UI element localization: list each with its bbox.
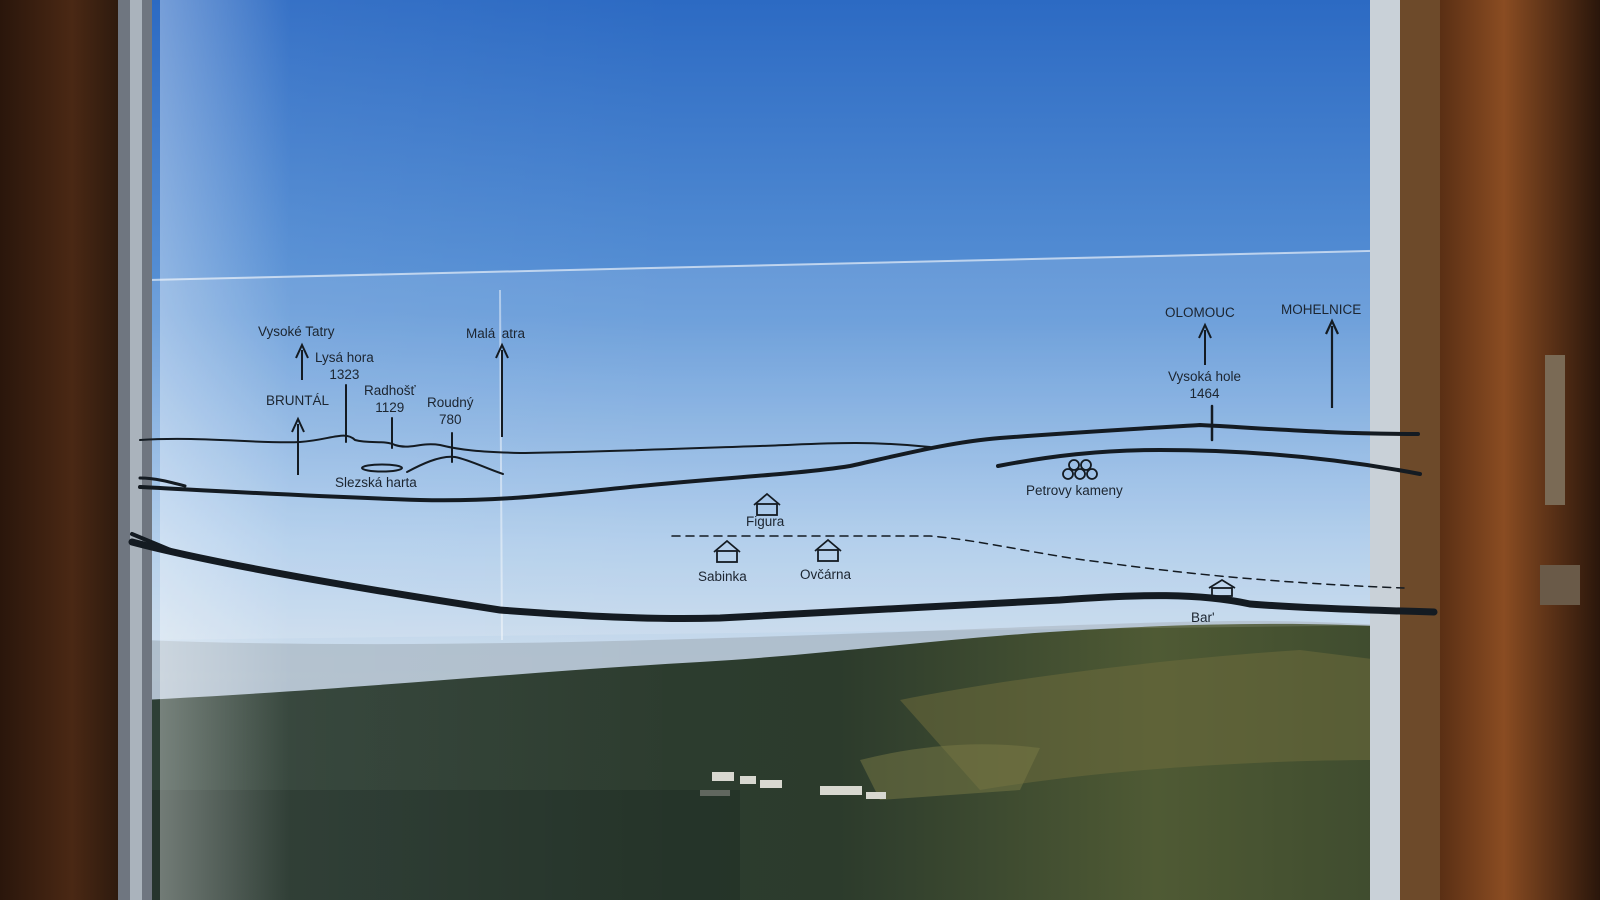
label-ovcarna: Ovčárna	[800, 567, 852, 582]
peak-name: Lysá hora	[315, 350, 374, 365]
label-roudny: Roudný 780	[427, 394, 474, 428]
label-figura: Figura	[746, 514, 785, 529]
petrovy-kameny-rocks-icon	[1062, 459, 1098, 480]
label-olomouc: OLOMOUC	[1165, 305, 1235, 320]
window-rail-right	[1370, 0, 1400, 900]
window-rail-left-highlight	[130, 0, 142, 900]
peak-elevation: 1323	[329, 367, 360, 382]
arrow-mala-fatra	[495, 342, 509, 437]
label-slezska-harta: Slezská harta	[335, 475, 417, 490]
arrow-olomouc	[1198, 322, 1212, 365]
panorama-outline	[128, 384, 1438, 623]
peak-name: Vysoká hole	[1168, 369, 1242, 384]
peak-elevation: 1464	[1189, 386, 1220, 401]
sabinka-hut-icon	[713, 539, 741, 563]
ovcarna-hut-icon	[814, 538, 842, 562]
label-radhost: Radhošť 1129	[364, 382, 416, 416]
label-vysoka-hole: Vysoká hole 1464	[1168, 368, 1241, 402]
hut-icons	[713, 459, 1236, 597]
sheet-top-edge	[147, 249, 1411, 281]
label-petrovy-kameny: Petrovy kameny	[1026, 483, 1123, 498]
window-frame-left	[0, 0, 120, 900]
meadow-patch	[860, 744, 1040, 800]
arrow-vysoke-tatry	[295, 342, 309, 380]
peak-name: Roudný	[427, 395, 474, 410]
label-mohelnice: MOHELNICE	[1281, 302, 1362, 317]
label-barborka: Bar'	[1191, 610, 1215, 625]
label-vysoke-tatry: Vysoké Tatry	[258, 324, 335, 339]
window-frame-right	[1440, 0, 1600, 900]
hinge-lower	[1540, 565, 1580, 605]
label-sabinka: Sabinka	[698, 569, 747, 584]
label-mala-fatra: Malá atra	[466, 326, 525, 341]
peak-elevation: 1129	[375, 400, 405, 415]
direction-arrows	[291, 318, 1339, 475]
peak-elevation: 780	[439, 412, 462, 427]
window-jamb-right	[1400, 0, 1440, 900]
barborka-hut-icon	[1208, 578, 1236, 597]
figura-hut-icon	[753, 492, 781, 516]
arrow-bruntal	[291, 416, 305, 475]
hinge	[1545, 355, 1565, 505]
chalet-buildings	[700, 772, 886, 799]
glass-glare	[160, 0, 680, 900]
peak-name: Radhošť	[364, 383, 416, 398]
label-bruntal: BRUNTÁL	[266, 393, 330, 408]
arrow-mohelnice	[1325, 318, 1339, 408]
label-lysa-hora: Lysá hora 1323	[315, 349, 374, 383]
